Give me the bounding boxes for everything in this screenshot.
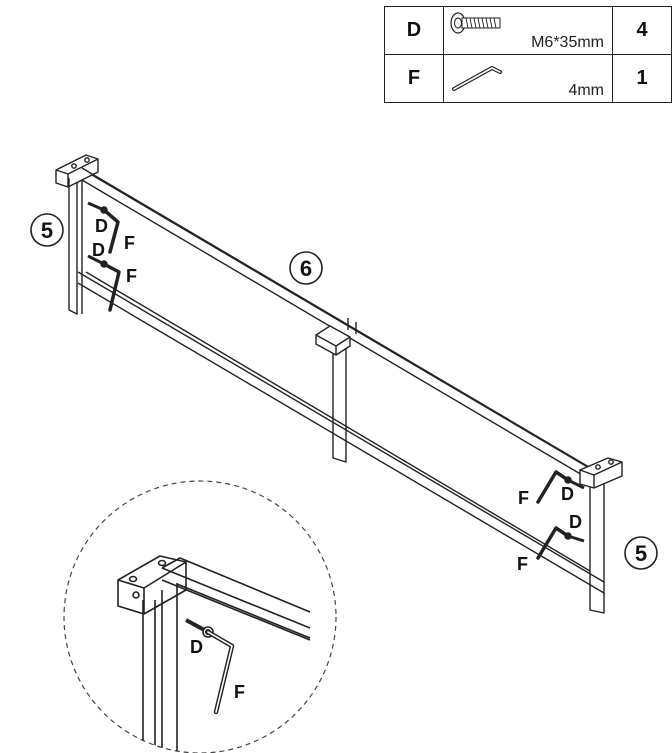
middle-post <box>332 338 347 463</box>
label-bolt: D <box>92 240 105 260</box>
left-post <box>68 178 78 315</box>
detail-zoom: D F <box>63 480 337 753</box>
label-key: F <box>234 682 245 702</box>
detail-rail <box>161 557 311 641</box>
label-key: F <box>517 554 528 574</box>
hardware-left <box>87 201 121 312</box>
lower-rail <box>77 271 605 594</box>
callout-number: 6 <box>300 256 312 281</box>
parts-row-f: F 4mm 1 <box>384 54 672 103</box>
hardware-right <box>536 470 585 560</box>
label-key: F <box>518 488 529 508</box>
callout-number: 5 <box>635 541 647 566</box>
callout-right-post: 5 <box>624 536 658 570</box>
label-key: F <box>124 233 135 253</box>
part-quantity: 1 <box>612 54 672 103</box>
label-bolt: D <box>95 216 108 236</box>
right-post <box>589 480 605 614</box>
parts-table: D M6*35mm 4 F 4mm <box>384 6 672 103</box>
parts-row-d: D M6*35mm 4 <box>384 6 672 55</box>
left-bracket <box>55 154 99 188</box>
top-rail <box>81 167 597 483</box>
right-bracket <box>579 457 623 489</box>
part-quantity: 4 <box>612 6 672 55</box>
part-letter: F <box>384 54 444 103</box>
callout-left-post: 5 <box>30 213 64 247</box>
callout-rail: 6 <box>289 251 323 285</box>
label-bolt: D <box>190 637 203 657</box>
allen-key-icon <box>102 208 120 254</box>
middle-bracket <box>315 325 351 356</box>
label-bolt: D <box>569 512 582 532</box>
callout-number: 5 <box>41 218 53 243</box>
part-spec: M6*35mm <box>531 34 604 51</box>
part-letter: D <box>384 6 444 55</box>
detail-post <box>142 583 178 753</box>
label-key: F <box>126 266 137 286</box>
allen-key-icon <box>102 262 121 312</box>
bolt-icon <box>450 12 501 34</box>
part-image-cell: M6*35mm <box>443 6 613 55</box>
allen-key-icon <box>452 66 502 91</box>
allen-key-icon <box>536 526 570 560</box>
part-spec: 4mm <box>568 82 604 99</box>
part-image-cell: 4mm <box>443 54 613 103</box>
allen-key-icon <box>536 470 570 504</box>
rail-frame <box>55 154 623 614</box>
label-bolt: D <box>561 484 574 504</box>
